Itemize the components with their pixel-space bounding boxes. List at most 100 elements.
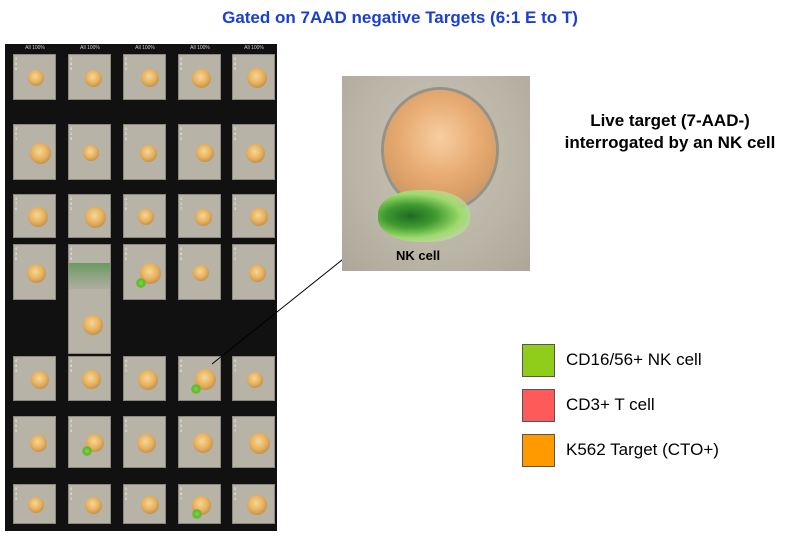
tile-event-id: 4 6 5 bbox=[180, 246, 183, 261]
cell-image-tile: 5 4 9 bbox=[13, 484, 56, 524]
cell-thumbnail bbox=[29, 434, 47, 452]
cell-thumbnail bbox=[83, 315, 103, 335]
gallery-column-header: All 100% bbox=[190, 45, 210, 51]
cell-thumbnail bbox=[141, 69, 159, 87]
cell-image-tile: 5 6 7 bbox=[178, 484, 221, 524]
tile-event-id: 4 2 3 bbox=[234, 196, 237, 211]
nk-cell-label: NK cell bbox=[396, 248, 441, 263]
cell-image-tile: 4 2 3 bbox=[232, 194, 275, 238]
cell-image-tile: 5 8 4 bbox=[232, 484, 275, 524]
cell-image-tile: 4 1 5 bbox=[123, 194, 166, 238]
cell-image-tile: 5 2 5 bbox=[123, 416, 166, 468]
cell-image-tile: 2 5 6 bbox=[13, 54, 56, 100]
tile-event-id: 5 8 4 bbox=[234, 486, 237, 501]
tile-event-id: 3 0 1 bbox=[15, 126, 18, 141]
cell-thumbnail bbox=[139, 262, 161, 284]
cell-thumbnail bbox=[83, 145, 99, 161]
cell-thumbnail bbox=[31, 370, 49, 389]
legend-swatch bbox=[522, 344, 555, 377]
cell-image-tile: 5 6 4 bbox=[123, 484, 166, 524]
tile-event-id: 5 2 5 bbox=[125, 418, 128, 433]
cell-thumbnail bbox=[196, 144, 214, 162]
nk-cell-thumbnail bbox=[82, 446, 92, 456]
cell-thumbnail bbox=[138, 369, 158, 390]
cell-image-tile: 5 2 3 bbox=[68, 416, 111, 468]
tile-band bbox=[69, 263, 110, 289]
cell-image-tile: 5 0 9 bbox=[13, 416, 56, 468]
nk-cell-blob bbox=[378, 190, 470, 242]
tile-event-id: 5 6 7 bbox=[180, 486, 183, 501]
tile-event-id: 4 1 7 bbox=[180, 196, 183, 211]
cell-image-tile: 2 8 0 bbox=[178, 54, 221, 100]
tile-event-id: 4 9 7 bbox=[234, 358, 237, 373]
live-target-caption-line: Live target (7-AAD-) bbox=[590, 111, 750, 130]
cell-image-tile: 3 7 6 bbox=[13, 194, 56, 238]
cell-thumbnail bbox=[250, 208, 268, 226]
gallery-column-header: All 100% bbox=[135, 45, 155, 51]
cell-image-tile: 3 6 2 bbox=[178, 124, 221, 180]
cell-image-tile: 3 6 6 bbox=[232, 124, 275, 180]
gallery-column-header: All 100% bbox=[25, 45, 45, 51]
cell-image-tile: 4 3 6 bbox=[13, 244, 56, 300]
cell-thumbnail bbox=[26, 263, 46, 283]
tile-event-id: 5 6 4 bbox=[125, 486, 128, 501]
live-target-caption: Live target (7-AAD-) interrogated by an N… bbox=[540, 110, 800, 154]
tile-event-id: 5 4 9 bbox=[15, 486, 18, 501]
legend-label: K562 Target (CTO+) bbox=[566, 440, 719, 459]
legend-label: CD3+ T cell bbox=[566, 395, 655, 414]
cell-thumbnail bbox=[81, 370, 101, 389]
zoomed-cell-image bbox=[342, 76, 530, 271]
cell-thumbnail bbox=[84, 69, 102, 87]
nk-cell-thumbnail bbox=[135, 277, 146, 288]
cell-thumbnail bbox=[248, 264, 266, 282]
cell-image-tile: 4 9 6 bbox=[178, 356, 221, 401]
tile-event-id: 3 7 6 bbox=[15, 196, 18, 211]
tile-event-id: 4 3 6 bbox=[15, 246, 18, 261]
cell-thumbnail bbox=[247, 371, 263, 388]
cell-thumbnail bbox=[28, 70, 44, 86]
cell-thumbnail bbox=[28, 497, 44, 513]
tile-event-id: 4 6 0 bbox=[125, 246, 128, 261]
cell-image-tile: 4 4 9 bbox=[68, 244, 111, 354]
cell-image-tile: 2 8 9 bbox=[232, 54, 275, 100]
tile-event-id: 3 2 3 bbox=[125, 126, 128, 141]
tile-event-id: 3 6 2 bbox=[180, 126, 183, 141]
cell-thumbnail bbox=[191, 68, 211, 88]
cell-thumbnail bbox=[141, 496, 159, 514]
nk-cell-thumbnail bbox=[190, 384, 201, 394]
tile-event-id: 4 1 5 bbox=[125, 196, 128, 211]
cell-thumbnail bbox=[28, 207, 48, 227]
cell-thumbnail bbox=[247, 68, 267, 88]
cell-image-tile: 4 9 7 bbox=[232, 356, 275, 401]
cell-image-tile: 4 6 5 bbox=[178, 244, 221, 300]
tile-event-id: 2 6 4 bbox=[125, 56, 128, 71]
cell-image-tile: 3 1 9 bbox=[68, 124, 111, 180]
tile-event-id: 4 4 9 bbox=[70, 246, 73, 261]
figure-title: Gated on 7AAD negative Targets (6:1 E to… bbox=[222, 8, 578, 27]
tile-event-id: 4 8 9 bbox=[70, 358, 73, 373]
tile-event-id: 4 7 1 bbox=[234, 246, 237, 261]
tile-event-id: 3 1 9 bbox=[70, 126, 73, 141]
nk-cell-thumbnail bbox=[191, 508, 202, 519]
tile-event-id: 2 5 6 bbox=[15, 56, 18, 71]
cell-thumbnail bbox=[248, 432, 270, 454]
tile-event-id: 3 6 6 bbox=[234, 126, 237, 141]
tile-event-id: 4 9 6 bbox=[180, 358, 183, 373]
cell-thumbnail bbox=[84, 206, 106, 228]
legend-label: CD16/56+ NK cell bbox=[566, 350, 702, 369]
cell-thumbnail bbox=[193, 265, 209, 281]
tile-event-id: 4 8 3 bbox=[15, 358, 18, 373]
tile-event-id: 2 5 9 bbox=[70, 56, 73, 71]
cell-image-tile: 2 6 4 bbox=[123, 54, 166, 100]
cell-image-tile: 5 3 3 bbox=[178, 416, 221, 468]
live-target-caption-line: interrogated by an NK cell bbox=[564, 133, 776, 152]
cell-image-tile: 5 4 7 bbox=[232, 416, 275, 468]
tile-event-id: 5 6 1 bbox=[70, 486, 73, 501]
cell-image-tile: 5 6 1 bbox=[68, 484, 111, 524]
tile-event-id: 3 9 2 bbox=[70, 196, 73, 211]
cell-thumbnail bbox=[194, 208, 212, 226]
gallery-column-header: All 100% bbox=[244, 45, 264, 51]
tile-event-id: 5 0 9 bbox=[15, 418, 18, 433]
tile-event-id: 5 2 3 bbox=[70, 418, 73, 433]
tile-event-id: 5 3 3 bbox=[180, 418, 183, 433]
